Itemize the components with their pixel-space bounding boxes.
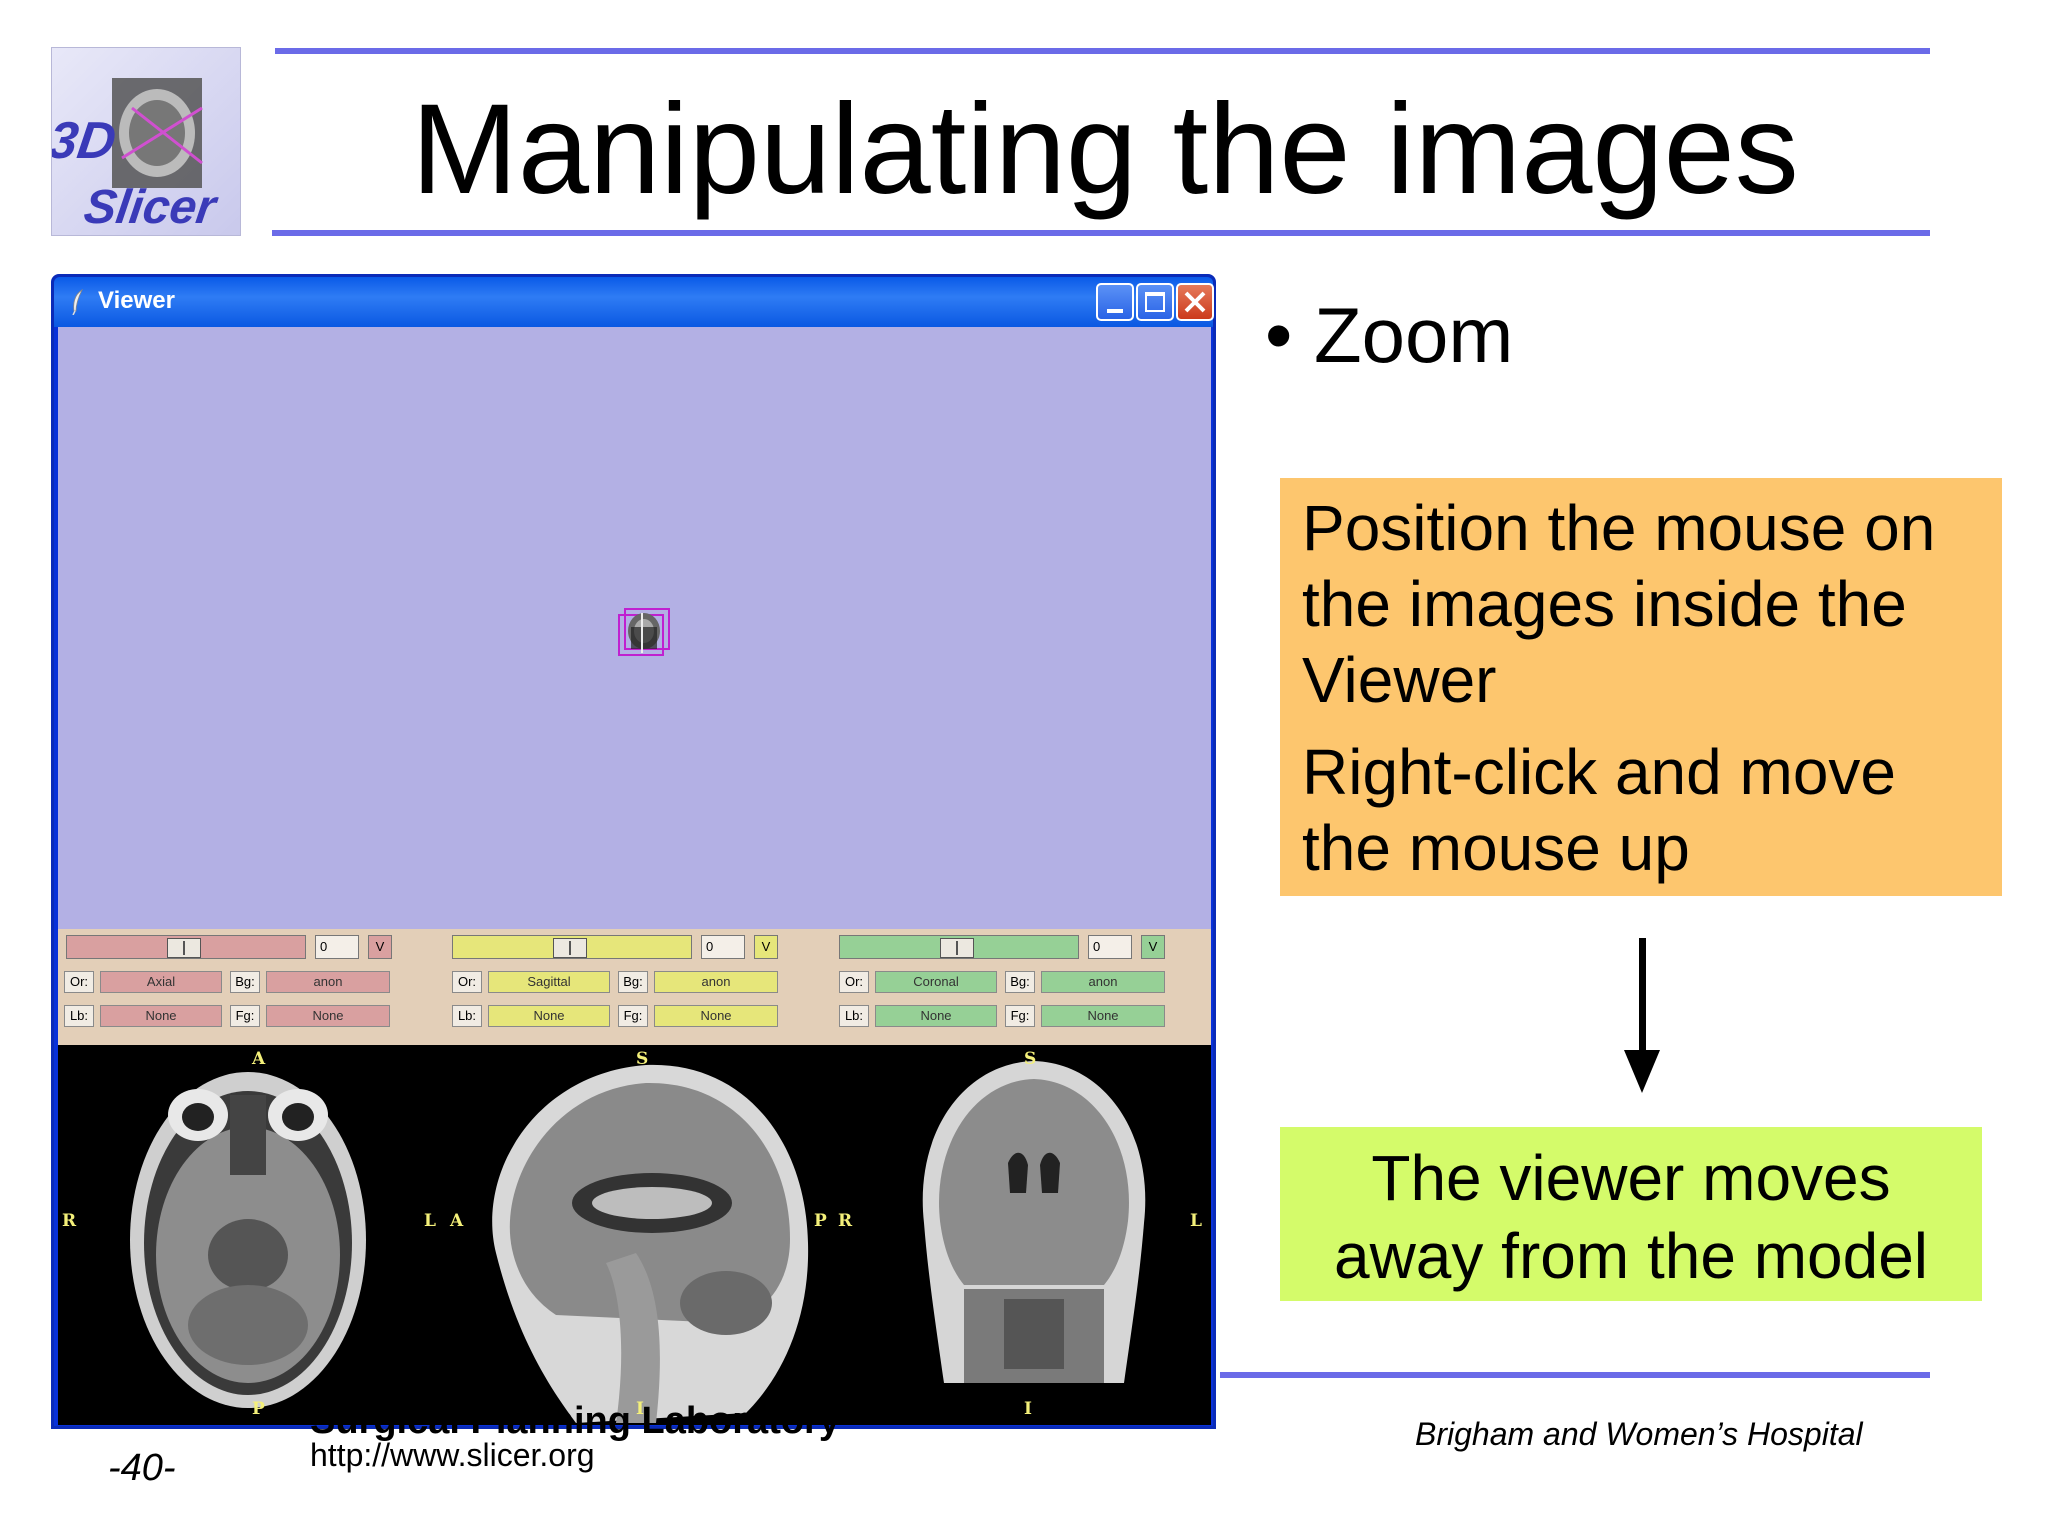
axial-marker-right: L [424,1211,436,1231]
result-line-2: away from the model [1333,1220,1929,1292]
sagittal-offset-field[interactable]: 0 [701,935,745,959]
slice-images[interactable]: A R L P S A P I [58,1045,1211,1425]
coronal-marker-left: R [838,1211,853,1231]
axial-bg-label: Bg: [230,971,260,993]
sagittal-visibility-button[interactable]: V [754,935,778,959]
3d-model-cube[interactable] [613,605,673,661]
feather-icon [72,289,83,315]
sagittal-fg-menu[interactable]: None [654,1005,778,1027]
maximize-button[interactable] [1136,283,1174,321]
coronal-bg-menu[interactable]: anon [1041,971,1165,993]
sagittal-lb-label: Lb: [452,1005,482,1027]
sagittal-marker-right: P [814,1211,827,1231]
page-number: -40- [108,1447,176,1489]
viewer-window[interactable]: Viewer 0 V [51,274,1216,1429]
instruction-box: Position the mouse on the images inside … [1280,478,2002,896]
footer-url[interactable]: http://www.slicer.org [310,1437,595,1473]
instruction-line-1: Position the mouse on the images inside … [1302,492,1936,716]
axial-brain-image [130,1072,366,1408]
3d-viewport[interactable] [58,327,1211,929]
viewer-title: Viewer [98,287,175,314]
axial-label-menu[interactable]: None [100,1005,222,1027]
axial-slice-slider[interactable] [66,935,306,959]
coronal-fg-label: Fg: [1005,1005,1035,1027]
coronal-slider-thumb[interactable] [940,938,974,958]
footer-rule [1220,1372,1930,1378]
coronal-brain-image [922,1061,1146,1383]
coronal-visibility-button[interactable]: V [1141,935,1165,959]
sagittal-slice-view[interactable]: S A P I [446,1045,831,1425]
slice-controls: 0 V Or: Axial Bg: anon Lb: None Fg: None… [58,929,1211,1045]
coronal-or-label: Or: [839,971,869,993]
coronal-slice-view[interactable]: S R L I [834,1045,1211,1425]
coronal-lb-label: Lb: [839,1005,869,1027]
axial-visibility-button[interactable]: V [368,935,392,959]
coronal-orientation-menu[interactable]: Coronal [875,971,997,993]
close-icon [1184,291,1206,313]
slide-title: Manipulating the images [411,78,1799,221]
slicer-logo: 3D Slicer [51,47,241,236]
axial-offset-field[interactable]: 0 [315,935,359,959]
result-line-1: The viewer moves [1371,1142,1891,1214]
minimize-icon [1107,309,1123,313]
instruction-line-2: Right-click and move the mouse up [1302,736,1896,884]
sagittal-bg-label: Bg: [618,971,648,993]
coronal-marker-top: S [1024,1049,1037,1069]
coronal-marker-right: L [1190,1211,1202,1231]
axial-bg-menu[interactable]: anon [266,971,390,993]
bullet-zoom: • Zoom [1265,291,1514,379]
coronal-slice-slider[interactable] [839,935,1079,959]
coronal-marker-bottom: I [1024,1399,1032,1419]
coronal-offset-field[interactable]: 0 [1088,935,1132,959]
coronal-fg-menu[interactable]: None [1041,1005,1165,1027]
axial-slice-view[interactable]: A R L P [58,1045,443,1425]
logo-slicer-text: Slicer [81,180,221,234]
axial-fg-menu[interactable]: None [266,1005,390,1027]
axial-lb-label: Lb: [64,1005,94,1027]
footer-org: Surgical Planning Laboratory [310,1400,840,1442]
axial-marker-top: A [252,1049,266,1069]
logo-3d-text: 3D [52,112,119,170]
coronal-bg-label: Bg: [1005,971,1035,993]
axial-fg-label: Fg: [230,1005,260,1027]
sagittal-marker-left: A [450,1211,464,1231]
coronal-label-menu[interactable]: None [875,1005,997,1027]
sagittal-slider-thumb[interactable] [553,938,587,958]
title-rule-bottom [272,230,1930,236]
close-button[interactable] [1176,283,1214,321]
viewer-titlebar[interactable]: Viewer [54,277,1214,327]
sagittal-brain-image [492,1064,809,1423]
sagittal-marker-top: S [636,1049,649,1069]
minimize-button[interactable] [1096,283,1134,321]
sagittal-slice-slider[interactable] [452,935,692,959]
title-rule-top [275,48,1930,54]
footer-hospital: Brigham and Women’s Hospital [1415,1416,1863,1452]
sagittal-marker-bottom: I [636,1399,644,1419]
sagittal-fg-label: Fg: [618,1005,648,1027]
axial-orientation-menu[interactable]: Axial [100,971,222,993]
axial-slider-thumb[interactable] [167,938,201,958]
sagittal-bg-menu[interactable]: anon [654,971,778,993]
sagittal-or-label: Or: [452,971,482,993]
maximize-icon [1145,292,1165,312]
result-box: The viewer moves away from the model [1280,1127,1982,1301]
down-arrow-icon [1624,938,1660,1093]
axial-or-label: Or: [64,971,94,993]
sagittal-label-menu[interactable]: None [488,1005,610,1027]
sagittal-orientation-menu[interactable]: Sagittal [488,971,610,993]
axial-marker-bottom: P [252,1399,265,1419]
axial-marker-left: R [62,1211,77,1231]
